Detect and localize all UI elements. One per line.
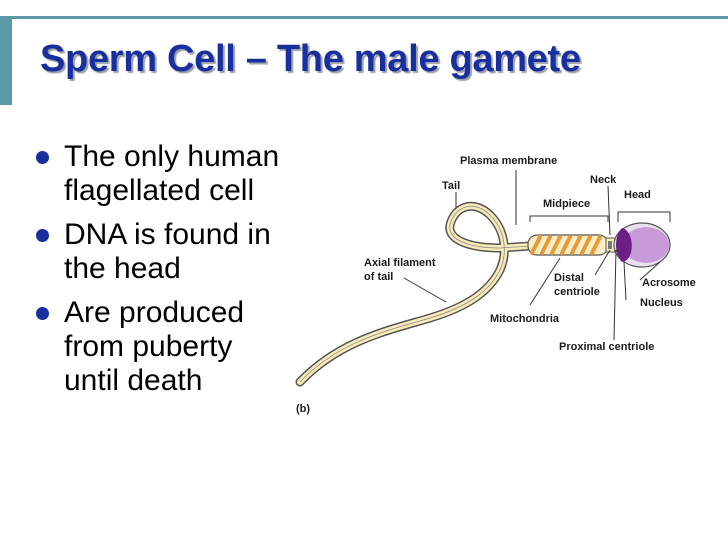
label-plasma-membrane: Plasma membrane [460, 155, 557, 167]
label-nucleus: Nucleus [640, 297, 683, 309]
label-distal-centriole-2: centriole [554, 286, 600, 298]
bullet-item: DNA is found in the head [34, 218, 294, 286]
label-tail: Tail [442, 180, 460, 192]
bullet-dot-icon [36, 151, 49, 164]
leader-lines [403, 170, 661, 341]
label-midpiece: Midpiece [543, 198, 590, 210]
bullet-text: Are produced from puberty until death [64, 296, 245, 397]
bullet-list: The only human flagellated cell DNA is f… [34, 140, 294, 408]
label-axial-filament-2: of tail [364, 271, 393, 283]
slide-title: Sperm Cell – The male gamete [40, 38, 581, 80]
bullet-text: The only human flagellated cell [64, 140, 280, 207]
label-distal-centriole: Distal [554, 272, 584, 284]
midpiece-bracket [529, 215, 609, 222]
distal-centriole [608, 241, 612, 249]
head-bracket [617, 211, 671, 222]
panel-label: (b) [296, 403, 310, 415]
bullet-item: Are produced from puberty until death [34, 296, 294, 398]
sperm-tail-fill [297, 203, 533, 385]
label-head: Head [624, 189, 651, 201]
axial-filament [299, 205, 531, 383]
label-mitochondria: Mitochondria [490, 313, 560, 325]
label-acrosome: Acrosome [642, 277, 696, 289]
label-axial-filament: Axial filament [364, 257, 436, 269]
nucleus [616, 228, 632, 262]
label-proximal-centriole: Proximal centriole [559, 341, 654, 353]
bullet-item: The only human flagellated cell [34, 140, 294, 208]
acrosome [623, 227, 669, 263]
side-accent-bar [0, 19, 12, 105]
label-neck: Neck [590, 174, 617, 186]
bullet-text: DNA is found in the head [64, 218, 271, 285]
bullet-dot-icon [36, 229, 49, 242]
bullet-dot-icon [36, 307, 49, 320]
mitochondria-coils [530, 235, 602, 255]
top-rule [0, 16, 728, 19]
